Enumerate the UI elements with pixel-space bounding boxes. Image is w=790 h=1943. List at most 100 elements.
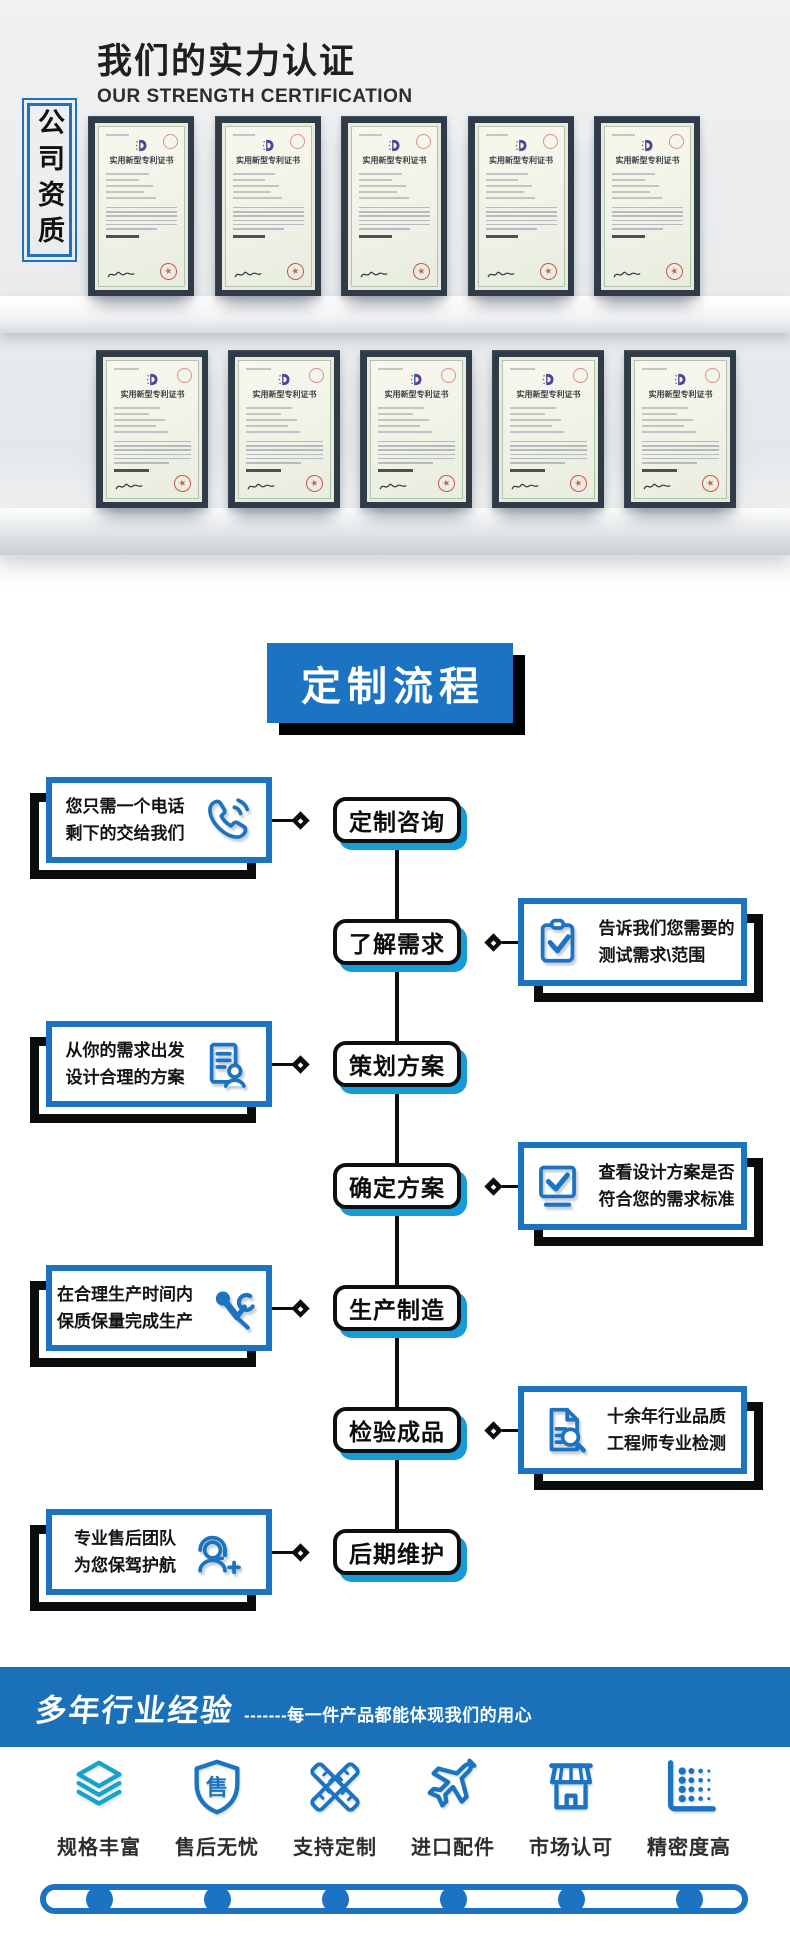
certificate-text-line: [612, 197, 662, 199]
certificate-text-line: [114, 419, 165, 421]
certificate-mat: 实用新型专利证书 ★: [474, 123, 568, 290]
feature-label: 规格丰富: [57, 1837, 141, 1859]
certificate-frame: 实用新型专利证书 ★: [228, 350, 340, 508]
certificate-text-line: [246, 419, 297, 421]
flow-connector-line: [272, 1062, 294, 1066]
flow-note-text: 告诉我们您需要的测试需求\范围: [599, 915, 735, 969]
certificate-footer: ★: [612, 261, 685, 282]
certificate-text-line: [246, 431, 300, 433]
certificate-text-line: [246, 407, 293, 409]
certificate-paragraph: [246, 438, 323, 464]
timeline-dot-column: [630, 1884, 748, 1914]
red-seal-icon: ★: [411, 261, 432, 282]
certificate-text-line: [510, 425, 552, 427]
certificate-text-line: [232, 191, 271, 193]
certificate-text-line: [485, 173, 529, 175]
red-seal-icon: ★: [568, 473, 589, 494]
certificate-barcode: [246, 468, 282, 472]
timeline-dot-column: [276, 1884, 394, 1914]
flow-note-box: 您只需一个电话剩下的交给我们: [46, 777, 272, 863]
certificate-text-line: [510, 413, 546, 415]
certificate-title: 实用新型专利证书: [236, 156, 300, 165]
certificate-paragraph: [114, 438, 191, 464]
patent-logo-icon: [409, 372, 424, 387]
document-search-icon: [539, 1404, 592, 1457]
certificate-paper: 实用新型专利证书 ★: [502, 360, 595, 499]
timeline-dot: [203, 1885, 231, 1913]
signature: [247, 483, 275, 490]
flow-node-3: 策划方案: [333, 1041, 461, 1087]
certificate-text-line: [642, 431, 696, 433]
feature-list: 规格丰富 售 售后无忧 支持定制 进口配件 市场认可 精密度高: [40, 1756, 748, 1860]
certificate-title: 实用新型专利证书: [489, 156, 553, 165]
certificate-paragraph: [359, 204, 430, 230]
certificate-footer: ★: [642, 473, 721, 494]
monitor-check-icon: [531, 1160, 584, 1213]
certificate-frame: 实用新型专利证书 ★: [341, 116, 447, 296]
certificate-title: 实用新型专利证书: [516, 390, 581, 399]
flow-note-line: 十余年行业品质: [607, 1406, 726, 1426]
flow-note-line: 符合您的需求标准: [598, 1190, 735, 1209]
flow-note-text: 专业售后团队为您保驾护航: [74, 1525, 176, 1579]
certificate-footer: ★: [486, 261, 559, 282]
certificate-header-line: [114, 368, 139, 370]
signature: [115, 483, 143, 490]
flow-note-box: 十余年行业品质工程师专业检测: [518, 1386, 747, 1474]
certificate-header-line: [246, 368, 271, 370]
certificate-paragraph: [378, 438, 455, 464]
signature: [379, 483, 407, 490]
red-seal-icon: ★: [304, 473, 325, 494]
seal-ring-icon: [542, 134, 558, 149]
headset-user-icon: [191, 1526, 244, 1579]
certificate-frame: 实用新型专利证书 ★: [624, 350, 736, 508]
certificate-mat: 实用新型专利证书 ★: [103, 357, 202, 502]
signature: [613, 271, 641, 278]
robot-arm-icon: [208, 1282, 261, 1335]
certificate-barcode: [359, 234, 392, 238]
process-banner-title: 定制流程: [301, 665, 485, 709]
seal-ring-icon: [416, 134, 431, 149]
certificate-paper: 实用新型专利证书 ★: [604, 126, 691, 287]
certificate-text-line: [106, 173, 149, 175]
flow-node-1: 定制咨询: [333, 797, 461, 843]
flow-connector-line: [502, 940, 518, 944]
feature-item: 精密度高: [630, 1756, 748, 1860]
clipboard-check-icon: [531, 916, 584, 969]
patent-logo-icon: [387, 138, 402, 153]
certificate-mat: 实用新型专利证书 ★: [235, 357, 334, 502]
timeline-dot: [439, 1885, 467, 1913]
feature-item: 进口配件: [394, 1756, 512, 1860]
certificate-barcode: [106, 234, 139, 238]
certificate-text-line: [114, 407, 161, 409]
company-qualification-label-inner: 公司资质: [27, 103, 72, 257]
certificate-footer: ★: [246, 473, 325, 494]
certificate-footer: ★: [233, 261, 306, 282]
certificate-paragraph: [612, 204, 683, 230]
certificate-barcode: [642, 468, 678, 472]
certificate-paper: 实用新型专利证书 ★: [477, 126, 565, 287]
certificate-text-line: [114, 425, 156, 427]
feature-label: 精密度高: [647, 1837, 731, 1859]
timeline-dot-column: [512, 1884, 630, 1914]
certificate-mat: 实用新型专利证书 ★: [348, 123, 441, 290]
certificate-paper: 实用新型专利证书 ★: [370, 360, 463, 499]
certificate-frame: 实用新型专利证书 ★: [594, 116, 700, 296]
certificate-paper: 实用新型专利证书 ★: [98, 126, 185, 287]
certificate-barcode: [114, 468, 150, 472]
shield-icon: 售: [186, 1756, 248, 1818]
signature: [360, 271, 388, 278]
svg-text:售: 售: [206, 1774, 228, 1800]
certificate-barcode: [232, 234, 266, 238]
certificate-text-line: [232, 197, 283, 199]
certificate-title: 实用新型专利证书: [120, 390, 185, 399]
flow-node-5: 生产制造: [333, 1285, 461, 1331]
flow-connector-diamond-icon: [291, 1542, 310, 1562]
company-qualification-label: 公司资质: [22, 98, 77, 262]
certificate-text-line: [485, 179, 519, 181]
patent-logo-icon: [277, 372, 292, 387]
flow-connector-diamond-icon: [484, 1420, 503, 1440]
certificate-title: 实用新型专利证书: [362, 156, 427, 165]
certificate-paper: 实用新型专利证书 ★: [224, 126, 312, 287]
certificate-barcode: [485, 234, 519, 238]
